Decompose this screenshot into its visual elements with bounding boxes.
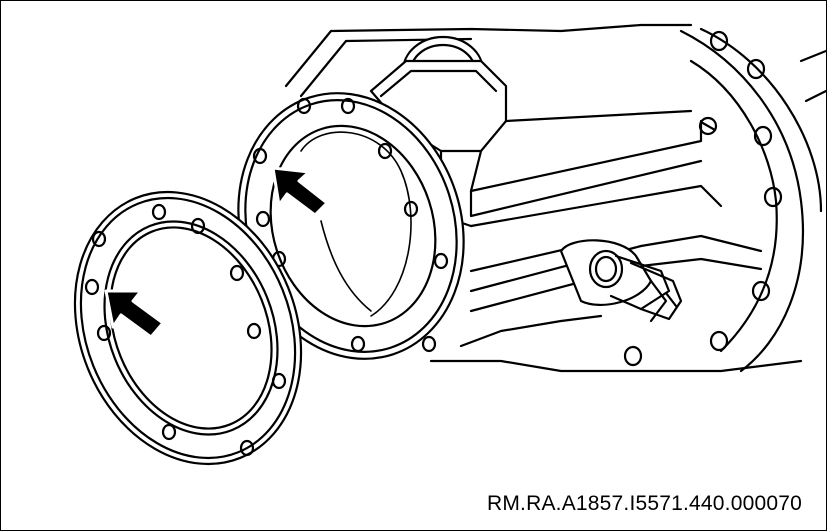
gasket: [73, 190, 303, 466]
arrow-icon: [271, 166, 329, 217]
gasket-bolt-holes: [84, 203, 287, 457]
reference-code: RM.RA.A1857.I5571.440.000070: [487, 492, 802, 515]
carrier-bolt-holes: [623, 30, 783, 367]
drain-plug: [559, 239, 683, 323]
arrow-icon: [104, 289, 165, 339]
axle-housing: [284, 23, 826, 373]
